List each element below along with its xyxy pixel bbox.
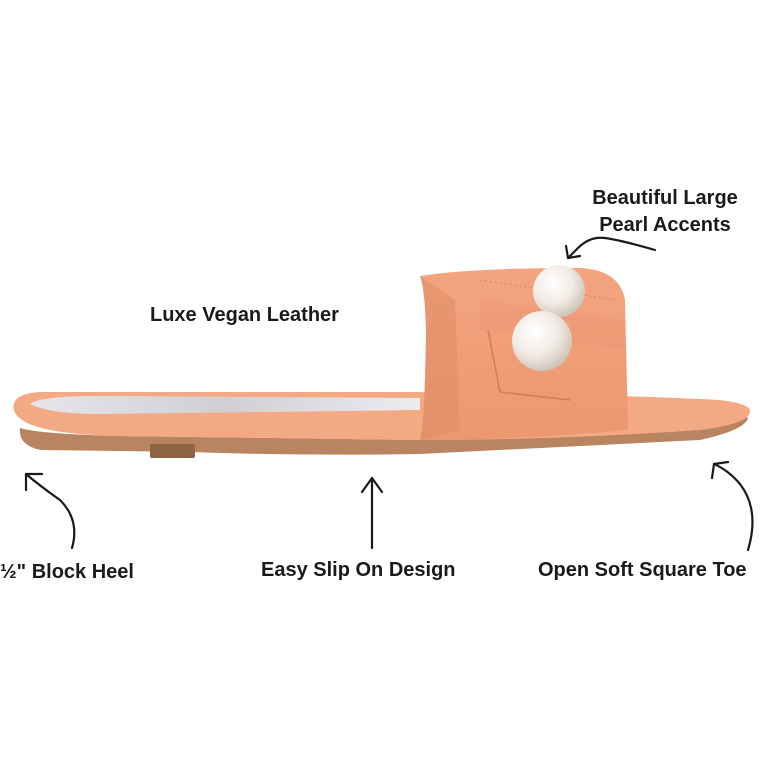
- callout-pearl-accents: Beautiful Large Pearl Accents: [560, 185, 770, 239]
- pearl-bottom: [512, 311, 572, 371]
- arrow-heel: [24, 472, 76, 550]
- silver-insole: [30, 396, 420, 414]
- callout-slip-on: Easy Slip On Design: [261, 559, 456, 581]
- arrow-toe: [712, 462, 754, 552]
- sandal-sole: [19, 412, 749, 458]
- sandal-footbed: [13, 392, 751, 440]
- arrow-slip-head: [360, 476, 384, 494]
- pearl-top: [533, 265, 585, 317]
- callout-pearl-line1: Beautiful Large: [592, 187, 738, 209]
- callout-block-heel: ½" Block Heel: [0, 561, 134, 583]
- block-heel: [150, 444, 195, 458]
- arrow-pearl: [566, 236, 657, 260]
- callout-pearl-line2: Pearl Accents: [599, 214, 731, 236]
- callout-square-toe: Open Soft Square Toe: [538, 559, 747, 581]
- arrow-heel-head: [24, 472, 44, 492]
- callout-vegan-leather: Luxe Vegan Leather: [150, 304, 339, 326]
- arrow-pearl-head: [564, 244, 582, 260]
- arrow-toe-head: [710, 460, 730, 480]
